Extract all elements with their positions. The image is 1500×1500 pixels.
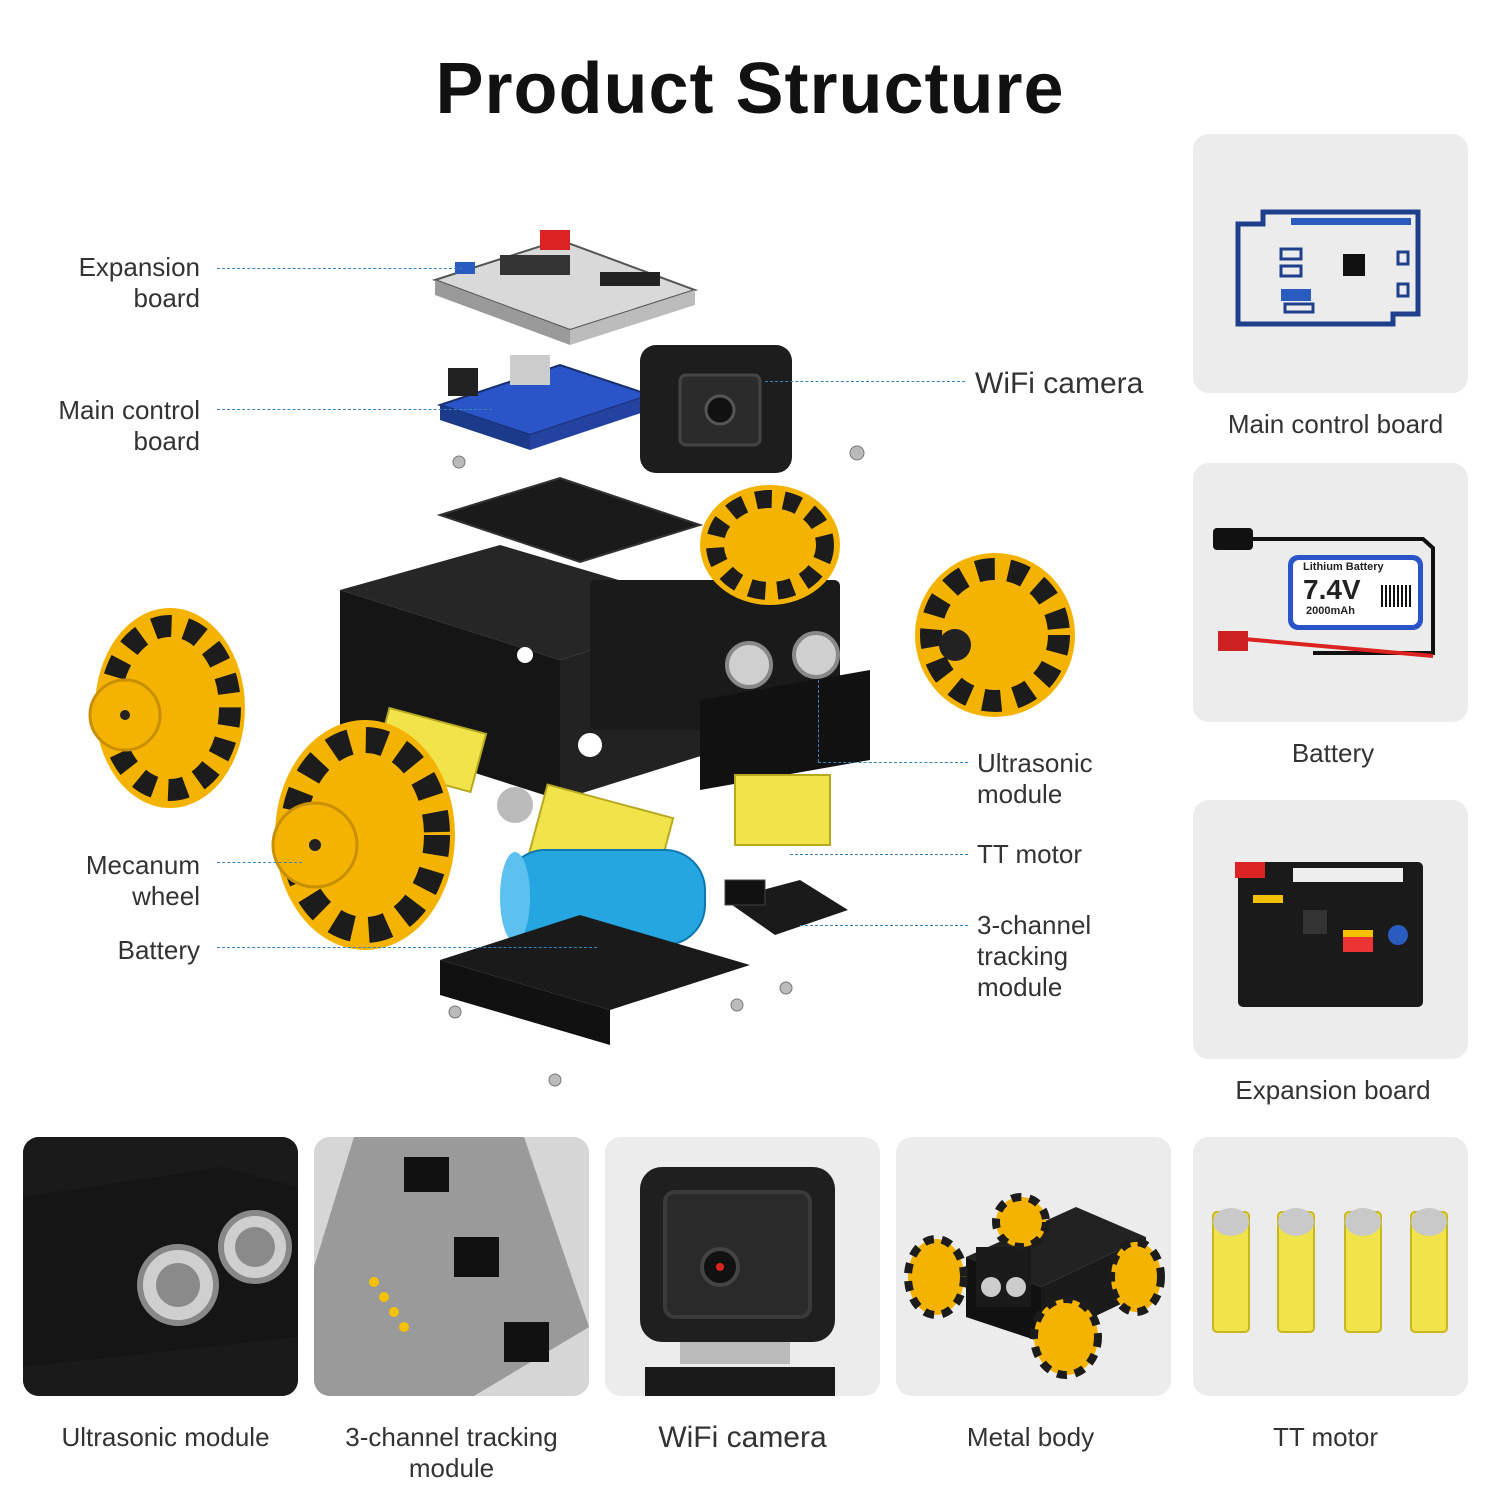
expansion-board-illustration: [1235, 862, 1423, 1007]
leader-ultrasonic-vertical: [818, 680, 819, 762]
leader-tracking-module: [800, 925, 968, 926]
main-control-board-outline-icon: [1235, 209, 1421, 327]
lithium-battery-illustration: [1213, 528, 1435, 658]
exploded-robot-illustration: [88, 230, 1075, 1087]
card-tracking-module: [314, 1137, 589, 1396]
top-plate-part: [436, 476, 704, 564]
callout-wifi-camera: WiFi camera: [975, 367, 1144, 400]
main-control-board-part: [436, 355, 654, 450]
metal-body-photo: [904, 1193, 1165, 1379]
leader-battery: [217, 947, 597, 948]
callout-expansion-board: Expansion board: [78, 252, 200, 313]
expansion-board-part: [431, 230, 699, 345]
callout-mecanum-wheel: Mecanum wheel: [85, 850, 200, 911]
wifi-camera-part: [640, 345, 792, 473]
screw-parts: [448, 445, 865, 1087]
bottom-plate-part: [440, 915, 750, 1010]
metal-chassis-part: [340, 545, 870, 800]
page-title: Product Structure: [435, 49, 1065, 129]
callout-ultrasonic-module: Ultrasonic module: [977, 748, 1093, 809]
caption-battery: Battery: [1291, 738, 1375, 768]
callout-battery: Battery: [117, 935, 200, 965]
caption-tracking-module: 3-channel tracking module: [345, 1422, 558, 1483]
battery-capacity-text: 2000mAh: [1306, 605, 1355, 617]
mecanum-wheel-right-rear: [700, 485, 840, 605]
tt-motor-photo: [1212, 1208, 1448, 1333]
card-tt-motor: [1193, 1137, 1468, 1396]
barcode-icon: [1381, 585, 1411, 607]
leader-main-control-board: [217, 409, 492, 410]
caption-main-control-board: Main control board: [1227, 409, 1444, 439]
caption-expansion-board: Expansion board: [1235, 1075, 1431, 1105]
mecanum-wheel-left-front: [271, 720, 455, 950]
leader-expansion-board: [217, 268, 462, 269]
caption-metal-body: Metal body: [966, 1422, 1095, 1452]
caption-wifi-camera: WiFi camera: [658, 1421, 827, 1454]
leader-mecanum-wheel: [217, 862, 302, 863]
leader-ultrasonic-module: [818, 762, 968, 763]
caption-tt-motor: TT motor: [1273, 1422, 1378, 1452]
mecanum-wheel-left-rear: [88, 608, 245, 808]
card-ultrasonic-module: [23, 1137, 298, 1396]
card-main-control-board: [1193, 134, 1468, 393]
battery-label-text: Lithium Battery: [1303, 561, 1384, 573]
battery-voltage-text: 7.4V: [1303, 574, 1361, 605]
tracking-module-part: [724, 879, 848, 935]
ultrasonic-module-photo: [23, 1137, 298, 1396]
leader-tt-motor: [790, 854, 968, 855]
callout-tracking-module: 3-channel tracking module: [977, 910, 1092, 1002]
callout-tt-motor: TT motor: [977, 839, 1082, 869]
mecanum-wheel-right-front: [915, 553, 1075, 717]
callout-main-control-board: Main control board: [58, 395, 200, 456]
card-battery: Lithium Battery 7.4V 2000mAh: [1193, 463, 1468, 722]
caption-ultrasonic-module: Ultrasonic module: [61, 1422, 270, 1452]
wifi-camera-photo: [640, 1167, 835, 1396]
leader-wifi-camera: [765, 381, 965, 382]
tracking-module-photo: [314, 1137, 589, 1396]
card-expansion-board: [1193, 800, 1468, 1059]
card-wifi-camera: [605, 1137, 880, 1396]
battery-part: [500, 849, 706, 946]
card-metal-body: [896, 1137, 1171, 1396]
